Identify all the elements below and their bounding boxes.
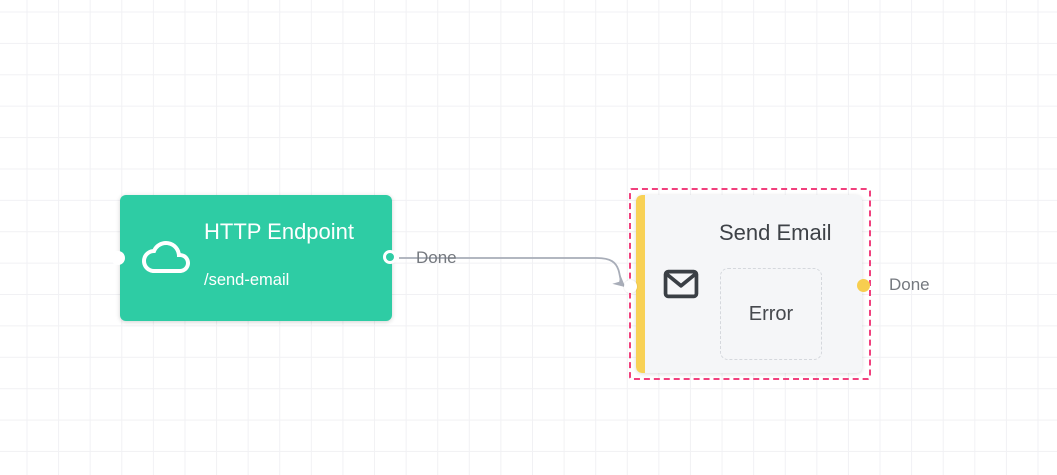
node-subtitle: /send-email xyxy=(204,271,290,289)
node-send-email[interactable]: Send Email Error xyxy=(636,195,862,373)
edge-label-done: Done xyxy=(416,248,457,267)
error-port-label: Error xyxy=(748,302,794,325)
output-port-send-email[interactable] xyxy=(857,279,870,292)
node-http-endpoint[interactable]: HTTP Endpoint /send-email xyxy=(120,195,392,321)
input-port-http-endpoint[interactable] xyxy=(111,251,125,265)
node-title: HTTP Endpoint xyxy=(204,219,355,244)
node-title: Send Email xyxy=(719,220,832,245)
node-accent-stripe xyxy=(636,195,645,373)
output-port-http-endpoint[interactable] xyxy=(383,250,397,264)
cloud-icon xyxy=(142,241,190,273)
output-port-label-done: Done xyxy=(889,275,930,294)
email-icon xyxy=(663,269,699,299)
input-port-send-email[interactable] xyxy=(624,280,637,293)
error-port-slot[interactable]: Error xyxy=(720,268,822,360)
